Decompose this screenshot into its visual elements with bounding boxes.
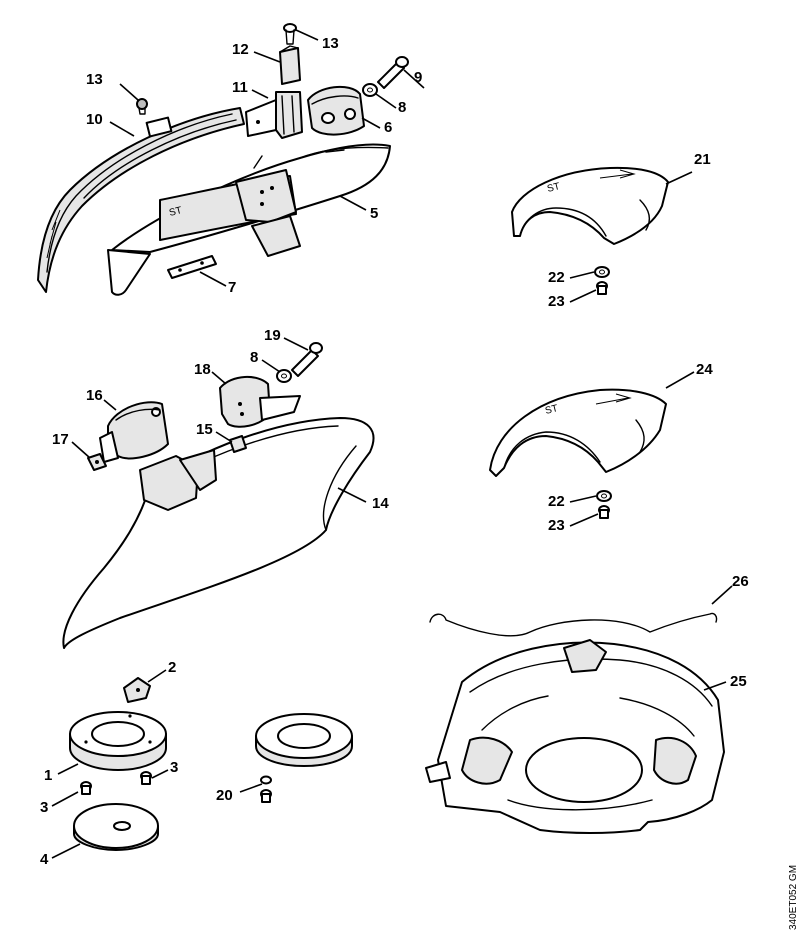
part-22-washer-b xyxy=(596,490,612,502)
part-18-clamp-upper xyxy=(219,376,301,428)
callout-26: 26 xyxy=(732,573,749,590)
callout-6: 6 xyxy=(384,119,392,136)
part-21-shield: ST xyxy=(511,166,669,245)
callout-22-top: 22 xyxy=(548,269,565,286)
callout-11: 11 xyxy=(232,79,248,96)
callout-4: 4 xyxy=(40,851,49,868)
drawing-code: 340ET052 GM xyxy=(788,865,799,930)
part-23-screw-a xyxy=(596,281,608,295)
part-6-clamp xyxy=(307,85,365,136)
callout-8-mid: 8 xyxy=(250,349,258,366)
part-9-screw xyxy=(377,56,409,89)
part-11-bracket xyxy=(245,91,303,139)
callout-18: 18 xyxy=(194,361,211,378)
part-22-washer-a xyxy=(594,266,610,278)
part-19-screw xyxy=(291,342,323,377)
callout-20: 20 xyxy=(216,787,233,804)
part-12-spacer xyxy=(279,45,301,85)
part-2-block xyxy=(123,677,151,703)
part-23-screw-b xyxy=(598,505,610,519)
part-26-spring-wire xyxy=(429,612,718,637)
part-13-screw-top xyxy=(283,23,297,45)
callout-25: 25 xyxy=(730,673,747,690)
part-10-guard-strip xyxy=(37,107,245,293)
callout-3-right: 3 xyxy=(170,759,178,776)
part-17-nut xyxy=(87,453,107,471)
part-8-washer-mid xyxy=(276,369,292,383)
callout-13-left: 13 xyxy=(86,71,103,88)
callout-19: 19 xyxy=(264,327,281,344)
part-4-disc xyxy=(73,803,159,851)
part-15-nut xyxy=(229,435,247,453)
callout-1: 1 xyxy=(44,767,52,784)
callout-7: 7 xyxy=(228,279,236,296)
callout-9: 9 xyxy=(414,69,422,86)
svg-text:ST: ST xyxy=(168,205,183,219)
callout-17: 17 xyxy=(52,431,69,448)
callout-labels: 13 12 9 13 11 8 10 6 5 7 21 22 23 19 18 … xyxy=(40,35,749,868)
part-1-ring xyxy=(69,711,167,771)
part-13-pin-left xyxy=(136,98,148,115)
part-3-screw-b xyxy=(140,771,152,785)
callout-3-left: 3 xyxy=(40,799,48,816)
svg-text:ST: ST xyxy=(546,181,561,195)
callout-16: 16 xyxy=(86,387,103,404)
callout-2: 2 xyxy=(168,659,176,676)
leader-lines xyxy=(51,29,733,859)
callout-22-mid: 22 xyxy=(548,493,565,510)
callout-23-top: 23 xyxy=(548,293,565,310)
callout-5: 5 xyxy=(370,205,378,222)
part-20-screw xyxy=(260,775,272,803)
part-16-clamp-body xyxy=(99,401,169,463)
callout-21: 21 xyxy=(694,151,711,168)
part-7-plate xyxy=(167,255,217,279)
callout-8-top: 8 xyxy=(398,99,406,116)
part-5-deflector: ST xyxy=(107,143,391,296)
callout-23-mid: 23 xyxy=(548,517,565,534)
part-25-housing xyxy=(425,639,725,834)
svg-text:ST: ST xyxy=(544,403,559,417)
callout-14: 14 xyxy=(372,495,389,512)
part-8-washer-top xyxy=(362,83,378,97)
callout-10: 10 xyxy=(86,111,103,128)
callout-15: 15 xyxy=(196,421,213,438)
part-1-ring-alt xyxy=(255,713,353,767)
part-24-shield: ST xyxy=(489,388,667,477)
callout-13-top: 13 xyxy=(322,35,339,52)
callout-24: 24 xyxy=(696,361,713,378)
part-3-screw-a xyxy=(80,781,92,795)
callout-12: 12 xyxy=(232,41,249,58)
